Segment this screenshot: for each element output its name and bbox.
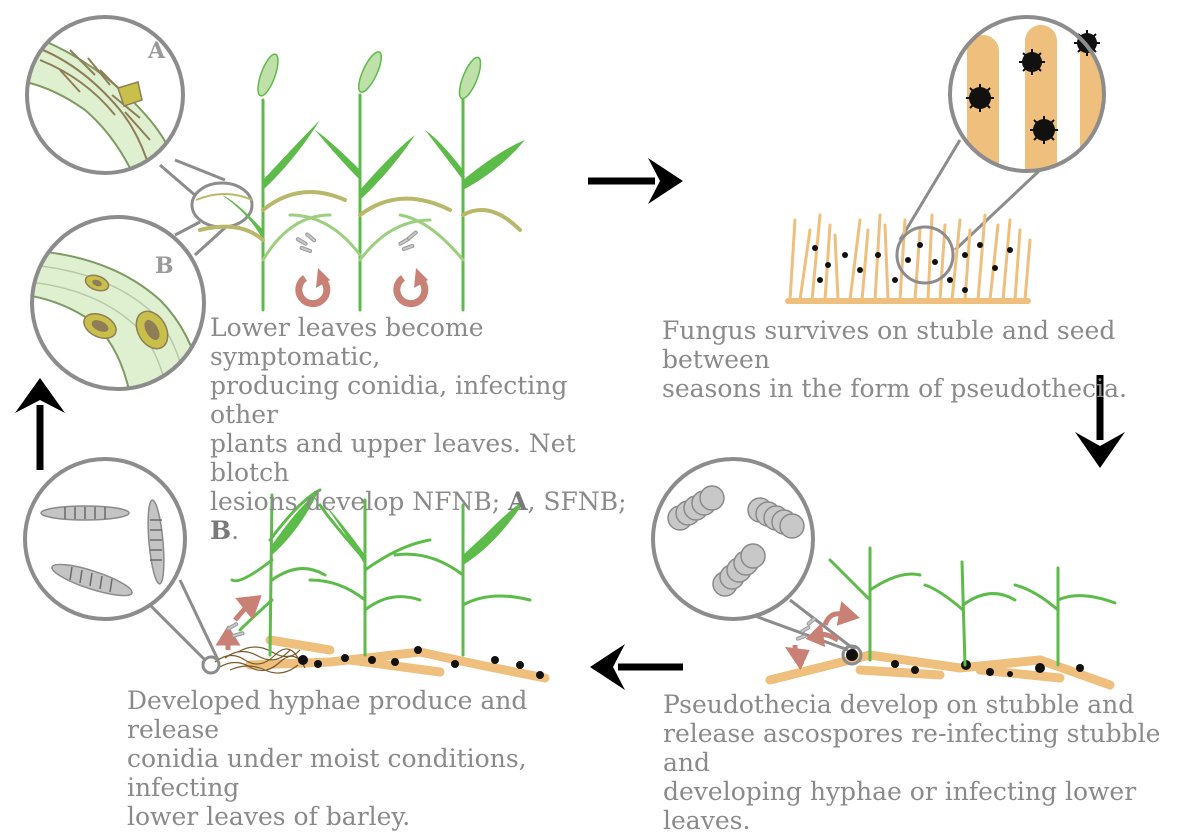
inset-conidia <box>20 455 190 625</box>
caption-top-left-text: Lower leaves become symptomatic, produci… <box>210 313 576 516</box>
ascospore-release-arrows <box>790 606 855 665</box>
caption-top-left-end: . <box>231 516 239 545</box>
caption-bottom-left: Developed hyphae produce and release con… <box>127 686 607 831</box>
soil-line <box>785 298 1031 304</box>
conidia-release-arrows <box>220 598 258 650</box>
disease-cycle-diagram: A B <box>0 0 1184 776</box>
arrow-up <box>15 378 65 470</box>
reinfection-cycle-icon <box>299 268 330 304</box>
caption-bottom-right: Pseudothecia develop on stubble and rele… <box>663 690 1183 835</box>
inset-nfnb: A <box>15 10 200 190</box>
arrow-left <box>590 644 683 690</box>
zoom-source-circle-tr <box>897 227 953 283</box>
caption-label-a: A <box>508 487 527 516</box>
zoom-source-circle <box>192 183 252 227</box>
inset-label-b: B <box>155 253 174 279</box>
seedlings <box>830 548 1115 665</box>
reinfection-cycle-icon-2 <box>397 268 428 304</box>
inset-sfnb: B <box>25 215 210 395</box>
inset-ascospores <box>650 455 820 625</box>
panel-top-right <box>785 10 1120 304</box>
inset-label-a: A <box>147 38 166 64</box>
caption-label-b: B <box>210 516 231 545</box>
panel-bottom-right <box>650 455 1115 685</box>
caption-top-right: Fungus survives on stuble and seed betwe… <box>662 316 1182 403</box>
stubble-field <box>790 215 1030 300</box>
caption-top-left: Lower leaves become symptomatic, produci… <box>210 313 630 545</box>
barley-plants-mature <box>200 49 525 310</box>
arrow-right <box>588 158 683 204</box>
inset-pseudothecia-on-stubble <box>940 10 1120 185</box>
caption-top-left-mid: , SFNB; <box>528 487 627 516</box>
